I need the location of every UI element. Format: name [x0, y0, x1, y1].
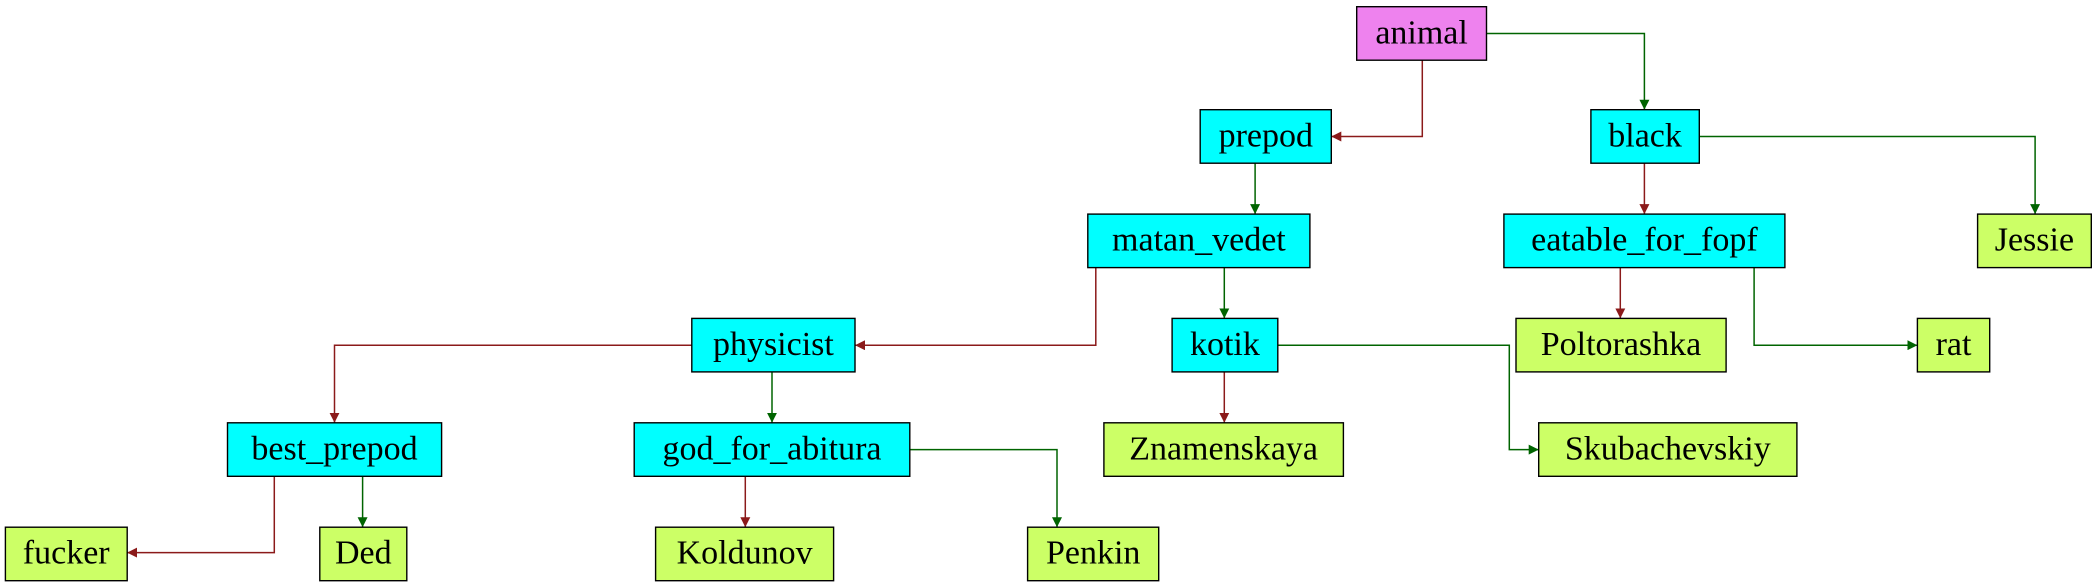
- node-label-Skubachevskiy: Skubachevskiy: [1565, 430, 1771, 467]
- node-box-kotik: [1171, 317, 1279, 373]
- node-Ded: Ded: [319, 526, 408, 582]
- node-label-eatable_for_fopf: eatable_for_fopf: [1531, 222, 1758, 259]
- node-prepod: prepod: [1199, 108, 1332, 164]
- node-box-Penkin: [1026, 526, 1160, 582]
- node-box-black: [1590, 108, 1701, 164]
- node-box-god_for_abitura: [633, 422, 911, 477]
- node-label-Penkin: Penkin: [1046, 535, 1140, 572]
- nodes-layer: animal prepod black matan_vedet eatable_for_…: [4, 5, 2092, 582]
- node-black: black: [1590, 108, 1701, 164]
- node-physicist: physicist: [691, 317, 856, 373]
- node-rat: rat: [1916, 317, 1991, 373]
- node-box-prepod: [1199, 108, 1332, 164]
- node-label-Poltorashka: Poltorashka: [1541, 326, 1702, 363]
- node-box-physicist: [691, 317, 856, 373]
- node-Penkin: Penkin: [1026, 526, 1160, 582]
- node-kotik: kotik: [1171, 317, 1279, 373]
- node-Poltorashka: Poltorashka: [1515, 317, 1727, 373]
- node-label-Ded: Ded: [335, 535, 392, 572]
- node-box-animal: [1355, 5, 1488, 61]
- node-label-god_for_abitura: god_for_abitura: [662, 430, 881, 467]
- node-animal: animal: [1355, 5, 1488, 61]
- node-box-Ded: [319, 526, 408, 582]
- node-label-Jessie: Jessie: [1995, 222, 2074, 259]
- node-Znamenskaya: Znamenskaya: [1103, 422, 1345, 477]
- node-box-Jessie: [1976, 213, 2092, 269]
- node-label-physicist: physicist: [713, 326, 834, 363]
- edge-eatable_for_fopf-to-rat: [1753, 267, 1918, 351]
- node-label-fucker: fucker: [23, 535, 111, 572]
- node-Jessie: Jessie: [1976, 213, 2092, 269]
- node-box-eatable_for_fopf: [1503, 213, 1786, 269]
- node-label-rat: rat: [1936, 326, 1972, 363]
- node-god_for_abitura: god_for_abitura: [633, 422, 911, 477]
- node-Skubachevskiy: Skubachevskiy: [1537, 422, 1798, 477]
- node-Koldunov: Koldunov: [654, 526, 835, 582]
- node-label-animal: animal: [1375, 14, 1468, 51]
- node-best_prepod: best_prepod: [226, 422, 443, 477]
- node-label-matan_vedet: matan_vedet: [1112, 222, 1286, 259]
- node-label-black: black: [1608, 117, 1682, 154]
- node-label-prepod: prepod: [1219, 117, 1313, 154]
- node-box-matan_vedet: [1087, 213, 1311, 269]
- node-label-best_prepod: best_prepod: [251, 430, 417, 467]
- node-box-fucker: [4, 526, 128, 582]
- node-box-Poltorashka: [1515, 317, 1727, 373]
- node-label-kotik: kotik: [1190, 326, 1260, 363]
- node-fucker: fucker: [4, 526, 128, 582]
- edges-layer: [127, 32, 2041, 558]
- node-box-rat: [1916, 317, 1991, 373]
- node-box-Skubachevskiy: [1537, 422, 1798, 477]
- node-label-Koldunov: Koldunov: [677, 535, 813, 572]
- edge-kotik-to-Skubachevskiy: [1277, 344, 1539, 455]
- node-eatable_for_fopf: eatable_for_fopf: [1503, 213, 1786, 269]
- edge-physicist-to-best_prepod: [329, 344, 692, 423]
- node-box-Koldunov: [654, 526, 835, 582]
- node-box-Znamenskaya: [1103, 422, 1345, 477]
- edge-matan_vedet-to-physicist: [855, 267, 1097, 351]
- node-box-best_prepod: [226, 422, 443, 477]
- edge-best_prepod-to-fucker: [127, 476, 276, 558]
- edge-animal-to-prepod: [1331, 60, 1424, 142]
- node-matan_vedet: matan_vedet: [1087, 213, 1311, 269]
- edge-black-to-Jessie: [1699, 135, 2041, 215]
- node-label-Znamenskaya: Znamenskaya: [1129, 430, 1318, 467]
- edge-god_for_abitura-to-Penkin: [909, 448, 1062, 528]
- edge-animal-to-black: [1486, 32, 1650, 110]
